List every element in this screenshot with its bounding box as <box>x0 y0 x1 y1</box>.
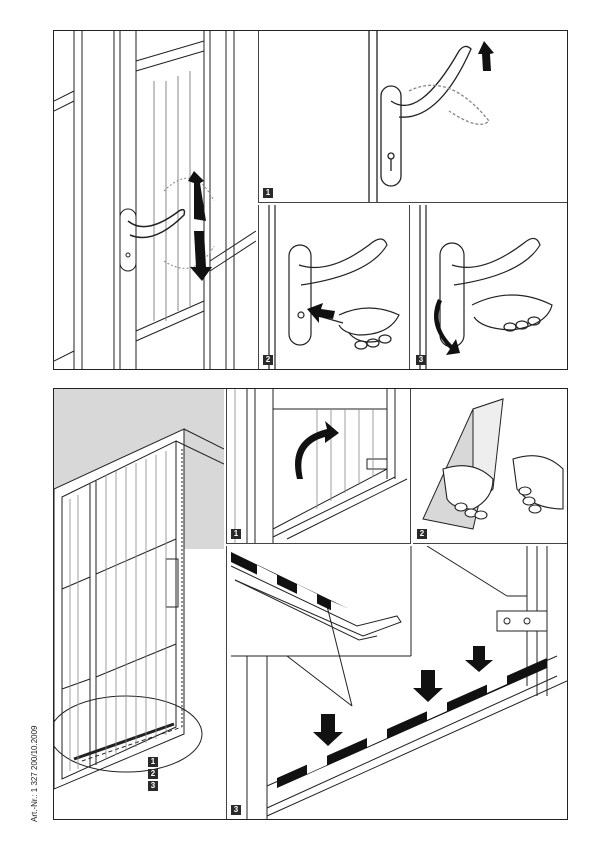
door-handle-overview <box>54 31 256 369</box>
step-1-lift-handle: 1 <box>258 31 567 203</box>
gate-overview-illustration <box>54 389 224 790</box>
step-number-2: 2 <box>263 355 273 365</box>
step-2-insert-key: 2 <box>258 205 410 369</box>
step-3-apply-strip: 3 <box>226 546 567 819</box>
gate-overview: 1 2 3 <box>54 389 224 819</box>
lift-handle-illustration <box>368 31 494 202</box>
open-gate-illustration <box>234 389 408 543</box>
top-instruction-panel: 1 2 <box>53 30 568 370</box>
overview-step-2: 2 <box>148 769 158 779</box>
overview-step-3: 3 <box>148 781 158 791</box>
overview-step-1: 1 <box>148 757 158 767</box>
apply-strip-illustration <box>230 546 567 819</box>
article-number: Art.-Nr.: 1 327 200/10.2009 <box>30 725 39 822</box>
step-2-peel-tape: 2 <box>413 389 567 544</box>
bottom-step-number-2: 2 <box>417 529 427 539</box>
bottom-instruction-panel: 1 2 3 1 <box>53 388 568 820</box>
bottom-step-number-1: 1 <box>231 529 241 539</box>
peel-tape-illustration <box>422 398 564 530</box>
turn-key-illustration <box>419 205 553 369</box>
bottom-step-number-3: 3 <box>231 805 241 815</box>
step-3-turn-key: 3 <box>412 205 567 369</box>
door-handle-illustration <box>54 31 256 369</box>
step-number-3: 3 <box>416 355 426 365</box>
step-number-1: 1 <box>263 188 273 198</box>
insert-key-illustration <box>268 205 400 369</box>
step-1-open-gate: 1 <box>226 389 411 544</box>
